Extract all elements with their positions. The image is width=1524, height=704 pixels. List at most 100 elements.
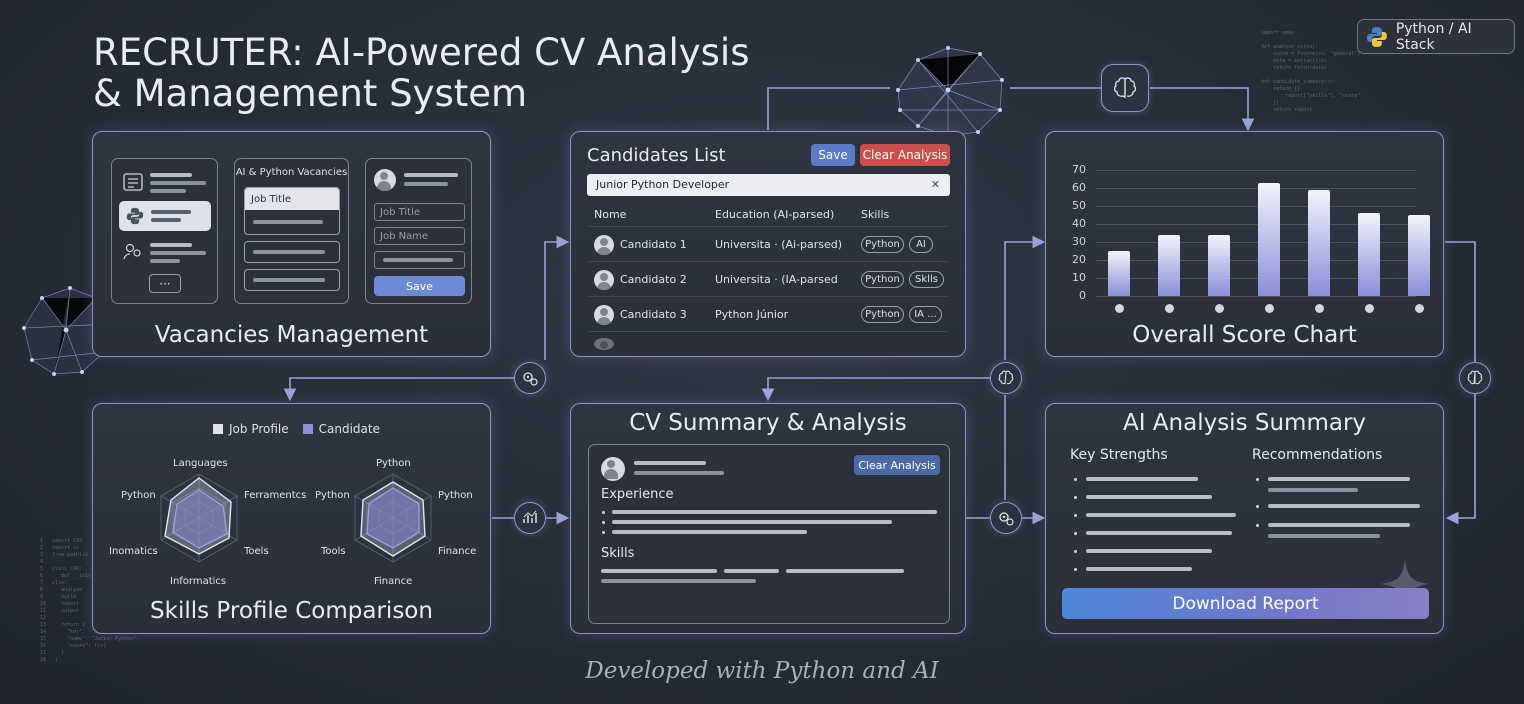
x-axis-marker xyxy=(1314,304,1324,313)
chart-gridline xyxy=(1096,260,1416,261)
candidate-education: Universita · (Ai-parsed) xyxy=(715,238,843,251)
extra-field[interactable] xyxy=(374,251,465,269)
table-row[interactable]: Candidato 3 Python Júnior Python IA ... xyxy=(587,300,950,330)
candidates-panel-title: Candidates List xyxy=(587,145,726,166)
vacancy-item[interactable] xyxy=(244,241,340,263)
save-button[interactable]: Save xyxy=(811,144,855,166)
clear-analysis-button[interactable]: Clear Analysis xyxy=(860,144,950,166)
gears-icon xyxy=(999,512,1014,526)
skills-heading: Skills xyxy=(601,546,635,561)
brain-icon xyxy=(1467,370,1483,385)
download-report-button[interactable]: Download Report xyxy=(1062,588,1429,619)
job-title-field[interactable]: Job Title xyxy=(374,203,465,221)
radar1-label-bottom: Informatics xyxy=(170,576,227,587)
table-row[interactable]: Candidato 1 Universita · (Ai-parsed) Pyt… xyxy=(587,230,950,260)
chart-bar[interactable] xyxy=(1208,234,1230,296)
chart-bar[interactable] xyxy=(1258,182,1280,296)
chart-gridline xyxy=(1096,242,1416,243)
avatar xyxy=(594,270,614,290)
sparkle-icon xyxy=(1380,559,1430,609)
brain-hub-top xyxy=(1101,64,1149,112)
avatar xyxy=(594,305,614,325)
python-ai-stack-badge: Python / AI Stack xyxy=(1357,19,1515,54)
brain-icon xyxy=(998,370,1014,385)
candidate-name: Candidato 1 xyxy=(620,238,687,251)
sidebar-item-python[interactable] xyxy=(119,201,211,231)
radar2-label-bottom-right: Finance xyxy=(438,546,477,557)
chart-bar[interactable] xyxy=(1408,215,1430,296)
vacancies-list-header: AI & Python Vacancies xyxy=(235,167,348,178)
chart-bar[interactable] xyxy=(1358,213,1380,296)
skill-pill: AI xyxy=(909,236,933,253)
vacancies-panel-title: Vacancies Management xyxy=(154,322,429,348)
gears-icon xyxy=(523,372,538,386)
column-header-education: Education (AI-parsed) xyxy=(715,208,835,221)
vacancy-item-job-title[interactable]: Job Title xyxy=(244,187,340,235)
page-title-line-1: RECRUTER: AI-Powered CV Analysis xyxy=(93,31,750,74)
x-axis-marker xyxy=(1414,304,1424,313)
radar2-label-left: Python xyxy=(315,490,350,501)
table-row[interactable]: Candidato 2 Universita · (IA-parsed Pyth… xyxy=(587,265,950,295)
recommendations-heading: Recommendations xyxy=(1252,447,1383,463)
job-name-field[interactable]: Job Name xyxy=(374,227,465,245)
avatar xyxy=(594,338,614,350)
brain-hub-middle xyxy=(990,362,1022,394)
radar1-label-left: Python xyxy=(121,490,156,501)
radar1-label-bottom-left: Inomatics xyxy=(109,546,158,557)
avatar xyxy=(594,235,614,255)
chart-bar[interactable] xyxy=(1108,251,1130,296)
radar-chart-2 xyxy=(354,473,432,563)
vacancy-item[interactable] xyxy=(244,269,340,291)
chart-bar[interactable] xyxy=(1308,189,1330,296)
cv-summary-panel: CV Summary & Analysis Clear Analysis Exp… xyxy=(570,403,966,634)
gears-hub-right xyxy=(990,502,1022,534)
chart-gridline xyxy=(1096,224,1416,225)
skills-panel-title: Skills Profile Comparison xyxy=(150,598,433,624)
brain-hub-right xyxy=(1459,362,1491,394)
radar2-label-bottom-left: Tools xyxy=(321,546,346,557)
radar2-label-top: Python xyxy=(376,458,411,469)
analytics-hub xyxy=(514,502,546,534)
python-logo-icon xyxy=(126,207,144,225)
avatar xyxy=(601,457,625,481)
y-tick-label: 40 xyxy=(1072,217,1086,230)
more-button[interactable]: ··· xyxy=(149,274,181,293)
candidates-panel: Candidates List Save Clear Analysis Juni… xyxy=(570,131,966,357)
radar1-label-top: Languages xyxy=(173,458,228,469)
legend-swatch-job xyxy=(213,424,223,434)
brain-icon xyxy=(1113,77,1137,98)
legend-swatch-candidate xyxy=(302,424,313,434)
save-button[interactable]: Save xyxy=(374,276,465,296)
legend-candidate: Candidate xyxy=(318,422,380,436)
chart-gridline xyxy=(1096,206,1416,207)
vacancies-sidebar: ··· xyxy=(111,158,218,304)
x-axis-marker xyxy=(1114,304,1124,313)
clipboard-icon xyxy=(123,173,143,191)
vacancy-form: Job Title Job Name Save xyxy=(365,158,472,304)
ai-summary-title: AI Analysis Summary xyxy=(1122,410,1367,436)
clear-search-icon[interactable]: ✕ xyxy=(930,178,940,191)
y-tick-label: 10 xyxy=(1072,271,1086,284)
chart-gridline xyxy=(1096,278,1416,279)
search-value: Junior Python Developer xyxy=(596,178,730,191)
vacancy-item-label: Job Title xyxy=(245,188,339,210)
footer-tagline: Developed with Python and AI xyxy=(585,658,939,684)
chart-legend: Job Profile Candidate xyxy=(213,422,380,436)
chart-gridline xyxy=(1096,188,1416,189)
clear-analysis-button[interactable]: Clear Analysis xyxy=(854,455,940,475)
chart-bar[interactable] xyxy=(1158,234,1180,296)
candidate-name: Candidato 3 xyxy=(620,308,687,321)
neural-brain-top-icon xyxy=(896,46,1004,152)
radar2-label-right: Python xyxy=(438,490,473,501)
key-strengths-heading: Key Strengths xyxy=(1070,447,1168,463)
score-chart-title: Overall Score Chart xyxy=(1132,322,1357,348)
candidate-search-input[interactable]: Junior Python Developer ✕ xyxy=(587,174,950,196)
badge-label: Python / AI Stack xyxy=(1395,20,1472,53)
radar-chart-1 xyxy=(160,473,238,563)
column-header-skills: Skills xyxy=(861,208,890,221)
page-title-line-2: & Management System xyxy=(93,72,528,115)
y-tick-label: 60 xyxy=(1072,181,1086,194)
